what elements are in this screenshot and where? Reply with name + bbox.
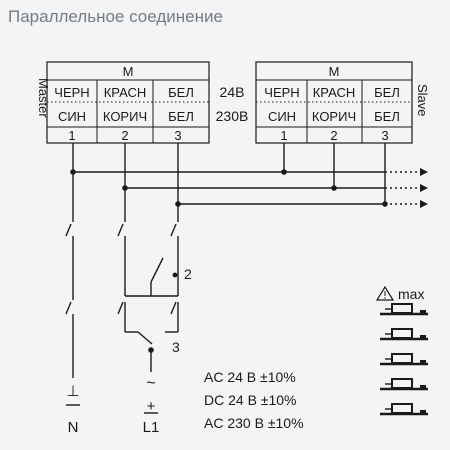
actuator-symbol-icon (380, 353, 428, 366)
slave-side-label: Slave (415, 84, 430, 117)
switch-2-label: 2 (184, 266, 192, 282)
slave-terminal-number: 1 (280, 128, 287, 143)
master-wire-label: ЧЕРН (54, 85, 89, 100)
junction-node (382, 201, 388, 207)
neutral-label: N (68, 419, 79, 436)
break-mark (170, 223, 177, 237)
actuator-stack (380, 303, 428, 416)
bus-wires (70, 143, 428, 208)
switch-wiring: 2 3 (65, 172, 192, 378)
slave-wire-label: БЕЛ (374, 109, 400, 124)
slave-wire-label: ЧЕРН (264, 85, 299, 100)
diagram-title: Параллельное соединение (8, 7, 223, 26)
voltage-label-230: 230В (216, 108, 249, 124)
switch-3-label: 3 (172, 339, 180, 355)
master-wire-label: КОРИЧ (103, 109, 147, 124)
actuator-symbol-icon (380, 328, 428, 341)
spec-line: DC 24 В ±10% (204, 392, 297, 408)
max-label: max (398, 286, 424, 302)
slave-wire-label: КРАСН (313, 85, 356, 100)
break-mark (65, 301, 72, 315)
slave-wire-label: СИН (268, 109, 296, 124)
break-mark (117, 301, 124, 315)
actuator-symbol-icon (380, 378, 428, 391)
actuator-symbol-icon (380, 303, 428, 316)
slave-header: M (329, 64, 340, 79)
slave-terminal-number: 2 (330, 128, 337, 143)
break-mark (170, 301, 177, 315)
switch-2-blade (150, 257, 164, 283)
actuator-symbol-icon (380, 403, 428, 416)
bus-arrow-1-icon (420, 168, 428, 176)
ac-symbol-icon: ~ (146, 375, 155, 392)
slave-actuator-box: M ЧЕРН КРАСН БЕЛ СИН КОРИЧ БЕЛ 1 2 3 (255, 61, 413, 144)
max-legend: max (375, 285, 428, 416)
junction-node (331, 185, 337, 191)
slave-terminal-number: 3 (381, 128, 388, 143)
slave-wire-label: КОРИЧ (312, 109, 356, 124)
break-mark (65, 223, 72, 237)
master-wire-label: БЕЛ (168, 85, 194, 100)
dc-plus-symbol-icon: + (147, 398, 156, 415)
supply-terminals: ⊥ N ~ + L1 (66, 375, 159, 436)
slave-wire-label: БЕЛ (374, 85, 400, 100)
master-wire-label: СИН (58, 109, 86, 124)
break-mark (117, 223, 124, 237)
ground-symbol-icon: ⊥ (66, 383, 79, 400)
master-header: M (123, 64, 134, 79)
junction-node (281, 169, 287, 175)
master-terminal-number: 1 (68, 128, 75, 143)
master-terminal-number: 3 (174, 128, 181, 143)
spec-line: AC 230 В ±10% (204, 415, 304, 431)
bus-arrow-2-icon (420, 184, 428, 192)
master-wire-label: КРАСН (104, 85, 147, 100)
voltage-label-24: 24В (220, 84, 245, 100)
switch-3-blade (137, 331, 153, 345)
master-actuator-box: M ЧЕРН КРАСН БЕЛ СИН КОРИЧ БЕЛ 1 2 3 (46, 61, 210, 144)
master-terminal-number: 2 (121, 128, 128, 143)
switch-2-contact (172, 272, 178, 278)
master-side-label: Master (36, 78, 51, 118)
live-label: L1 (143, 419, 160, 436)
warning-triangle-icon (375, 285, 395, 301)
spec-line: AC 24 В ±10% (204, 369, 296, 385)
master-wire-label: БЕЛ (168, 109, 194, 124)
bus-arrow-3-icon (420, 200, 428, 208)
supply-specs: AC 24 В ±10% DC 24 В ±10% AC 230 В ±10% (204, 369, 304, 431)
